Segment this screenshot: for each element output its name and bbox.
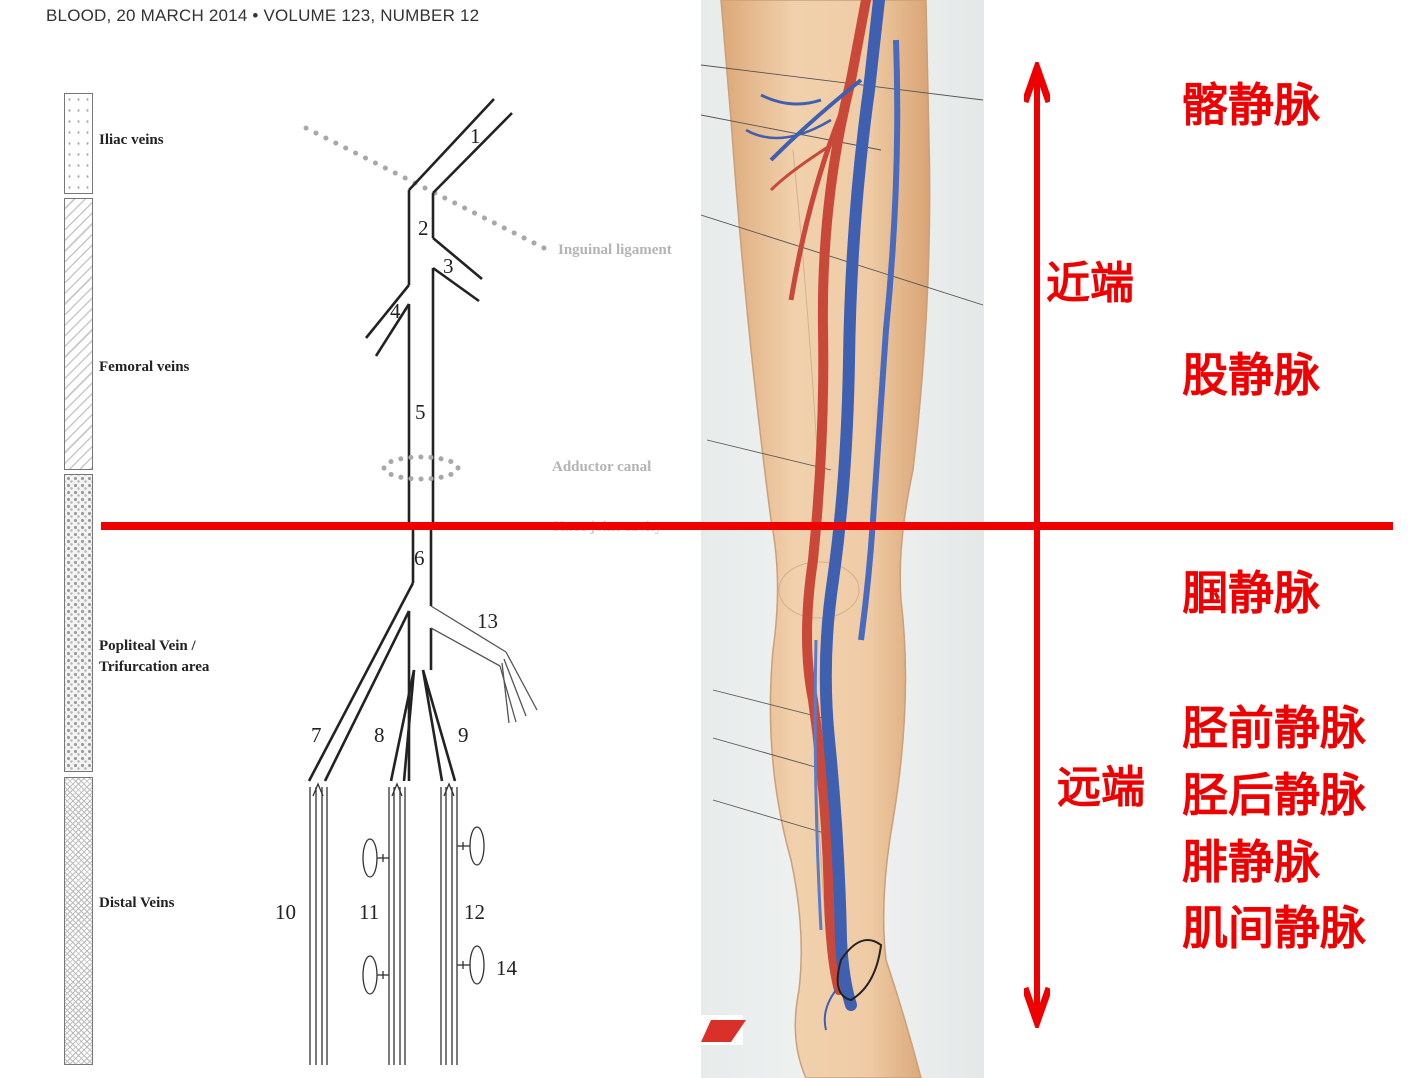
vein-number-5: 5 xyxy=(415,400,426,424)
knee-divider-line xyxy=(101,522,1393,530)
vein-number-4: 4 xyxy=(390,299,401,323)
label-proximal: 近端 xyxy=(1046,258,1134,309)
inguinal-ligament-line xyxy=(303,125,555,255)
zone-label-iliac: Iliac veins xyxy=(99,132,164,148)
vein-outlines xyxy=(307,98,513,782)
vein-number-3: 3 xyxy=(443,254,454,278)
label-distal: 远端 xyxy=(1057,762,1145,813)
label-peroneal-vein: 腓静脉 xyxy=(1182,835,1320,889)
zone-label-popliteal: Popliteal Vein / Trifurcation area xyxy=(99,638,210,675)
vein-number-10: 10 xyxy=(275,900,296,924)
zone-bar-popliteal xyxy=(64,474,93,772)
label-anterior-tibial-vein: 胫前静脉 xyxy=(1182,701,1366,755)
landmark-inguinal-ligament: Inguinal ligament xyxy=(558,242,672,258)
zone-label-femoral: Femoral veins xyxy=(99,359,190,375)
label-iliac-vein: 髂静脉 xyxy=(1182,78,1320,132)
leg-illustration xyxy=(701,0,984,1078)
vein-number-8: 8 xyxy=(374,723,385,747)
label-popliteal-vein: 腘静脉 xyxy=(1182,566,1320,620)
vein-number-7: 7 xyxy=(311,723,322,747)
zone-bar-iliac xyxy=(64,93,93,194)
vein-number-6: 6 xyxy=(414,546,425,570)
adductor-canal-loop xyxy=(381,454,461,482)
zone-bar-distal xyxy=(64,777,93,1065)
vein-number-1: 1 xyxy=(470,124,481,148)
journal-header: BLOOD, 20 MARCH 2014 • VOLUME 123, NUMBE… xyxy=(46,6,480,25)
vein-number-2: 2 xyxy=(418,216,429,240)
zone-bar-femoral xyxy=(64,198,93,470)
distal-arrowheads xyxy=(312,782,455,797)
zone-label-distal: Distal Veins xyxy=(99,895,175,911)
small-saphenous-vein xyxy=(430,605,538,724)
vein-number-11: 11 xyxy=(359,900,380,924)
vein-number-12: 12 xyxy=(464,900,485,924)
double-headed-arrow-icon xyxy=(1024,62,1050,1028)
leg-anatomy-photo xyxy=(701,0,984,1078)
label-posterior-tibial-vein: 胫后静脉 xyxy=(1182,768,1366,822)
vein-number-13: 13 xyxy=(477,609,498,633)
distal-parallel-veins xyxy=(309,787,458,1065)
muscular-veins xyxy=(362,826,485,995)
label-intermuscular-vein: 肌间静脉 xyxy=(1182,901,1366,955)
vein-number-9: 9 xyxy=(458,723,469,747)
vein-tree-diagram xyxy=(303,98,555,1065)
label-femoral-vein: 股静脉 xyxy=(1182,348,1320,402)
vein-number-14: 14 xyxy=(496,956,517,980)
landmark-adductor-canal: Adductor canal xyxy=(552,459,652,475)
